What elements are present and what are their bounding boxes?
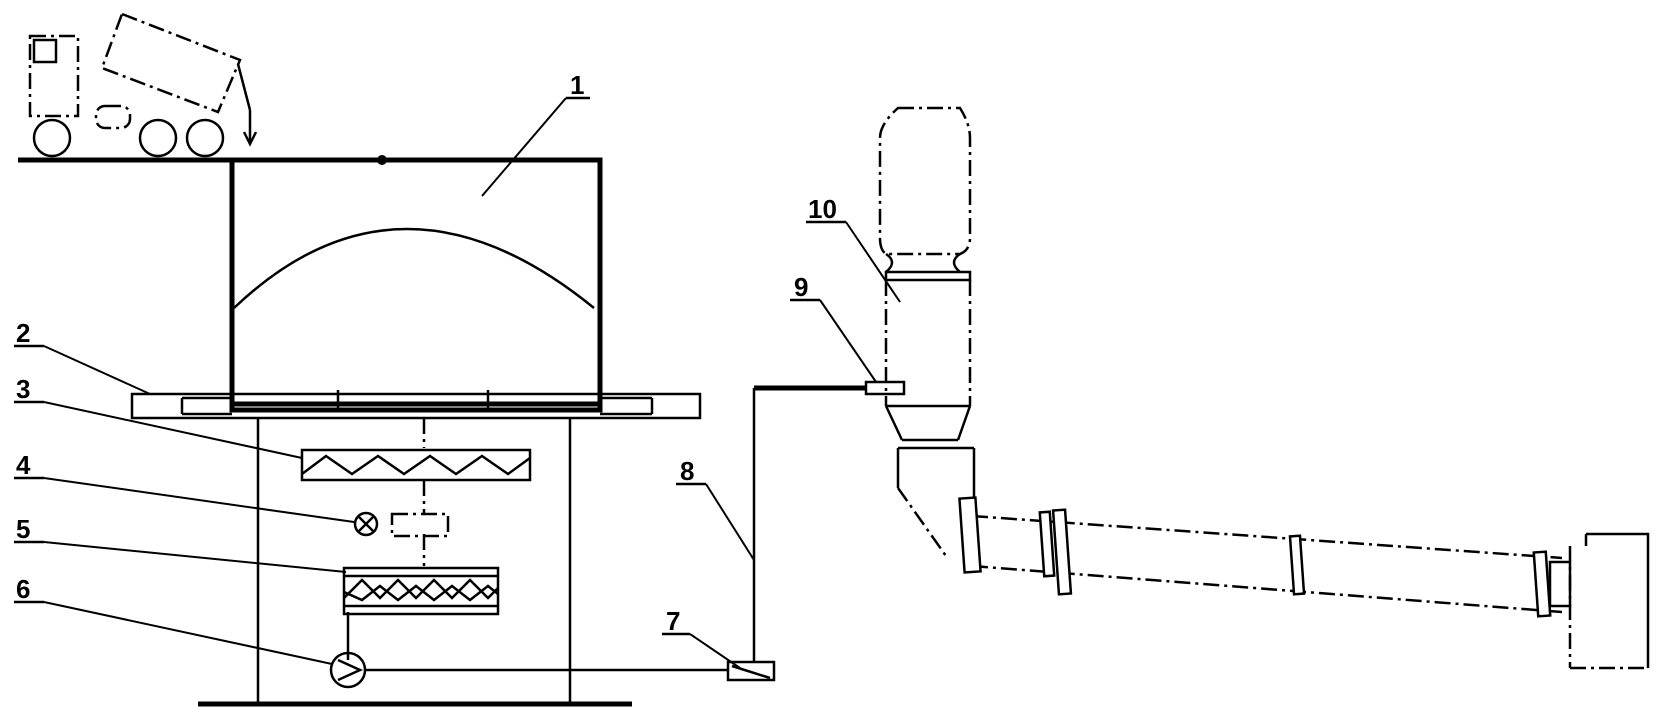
label-6: 6 [16,574,30,604]
label-5: 5 [16,514,30,544]
label-3: 3 [16,374,30,404]
label-10: 10 [808,194,837,224]
label-2: 2 [16,318,30,348]
storage-pit [229,155,603,413]
preheater-tower [878,106,976,557]
dump-truck [28,12,258,158]
leader-lines [14,96,901,669]
riser-pipe [752,385,866,662]
label-4: 4 [16,450,31,480]
screw-conveyor [300,448,532,482]
screw-mixer [342,566,500,616]
support-frame [198,418,632,707]
label-8: 8 [680,456,694,486]
label-1: 1 [570,70,584,100]
label-9: 9 [794,272,808,302]
rotary-valve [353,511,379,537]
rotary-kiln [958,496,1572,618]
flow-line-vertical [346,418,426,660]
kiln-hood [1568,532,1650,670]
intermediate-hopper [390,512,450,538]
label-7: 7 [666,606,680,636]
support-rails [130,392,702,420]
